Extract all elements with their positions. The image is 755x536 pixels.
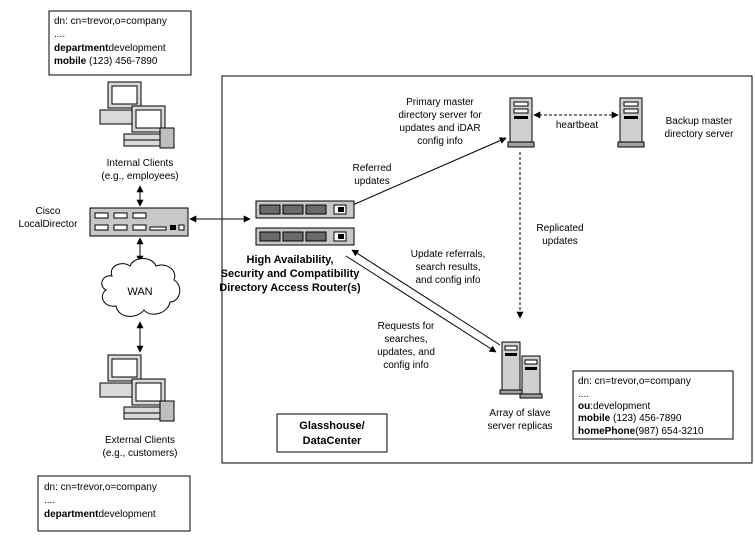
entry-mobile-key: mobile [578, 413, 611, 424]
entry-ellipsis: .... [578, 389, 589, 400]
entry-ou-key: ou [578, 401, 590, 412]
entry-homephone-key: homePhone [578, 426, 636, 437]
primary-master-server-icon [507, 97, 535, 148]
cisco-label: Cisco [35, 206, 60, 217]
slave-servers-icon [499, 341, 543, 399]
entry-department-key: department [44, 509, 99, 520]
entry-department-key: department [54, 43, 109, 54]
ldap-entry-right: dn: cn=trevor,o=company .... ou:developm… [572, 370, 734, 440]
diagram-label: updates, and [377, 347, 435, 358]
entry-department-value: development [98, 509, 155, 520]
localdirector-label: LocalDirector [19, 219, 79, 230]
diagram-label: ou:development [578, 401, 650, 412]
diagram-label: updates and iDAR [399, 123, 480, 134]
internal-clients-label: Internal Clients [107, 158, 174, 169]
entry-mobile-value: (123) 456-7890 [86, 56, 158, 67]
diagram-label: Requests for [378, 321, 435, 332]
router-device-icon [255, 227, 355, 246]
router-label: High Availability, [247, 254, 334, 266]
diagram-label: directory server for [398, 110, 482, 121]
entry-department-value: development [108, 43, 165, 54]
diagram-label: config info [417, 136, 463, 147]
wan-cloud-icon [101, 258, 181, 317]
diagram-label: departmentdevelopment [54, 43, 166, 54]
external-clients-label: External Clients [105, 435, 175, 446]
diagram-label: DataCenter [303, 435, 362, 447]
replicated-updates-label: updates [542, 236, 578, 247]
heartbeat-label: heartbeat [556, 120, 598, 131]
internal-clients-computer-icon [99, 81, 175, 149]
backup-master-server-icon [617, 97, 645, 148]
entry-dn: dn: cn=trevor,o=company [578, 376, 691, 387]
internal-clients-sublabel: (e.g., employees) [101, 171, 178, 182]
ldap-entry-bottom: dn: cn=trevor,o=company .... departmentd… [37, 475, 191, 532]
diagram-label: config info [383, 360, 429, 371]
ldap-entry-top: dn: cn=trevor,o=company .... departmentd… [48, 10, 192, 76]
entry-ou-value: :development [590, 401, 650, 412]
entry-ellipsis: .... [44, 495, 55, 506]
referred-updates-label: Referred [353, 163, 392, 174]
diagram-label: search results, [415, 262, 480, 273]
replicated-updates-label: Replicated [536, 223, 583, 234]
router-device-icon [255, 200, 355, 219]
external-clients-sublabel: (e.g., customers) [102, 448, 177, 459]
localdirector-appliance-icon [89, 207, 189, 237]
arrow-update-referrals [351, 249, 501, 346]
diagram-label: mobile (123) 456-7890 [578, 413, 682, 424]
arrow-requests [345, 255, 497, 353]
referred-updates-label: updates [354, 176, 390, 187]
entry-dn: dn: cn=trevor,o=company [44, 482, 157, 493]
diagram-label: departmentdevelopment [44, 509, 156, 520]
arrow-referred-updates [347, 137, 507, 208]
entry-homephone-value: (987) 654-3210 [635, 426, 704, 437]
router-label: Security and Compatibility [221, 268, 361, 280]
diagram-label: directory server [665, 129, 735, 140]
datacenter-region [221, 75, 753, 464]
router-label: Directory Access Router(s) [219, 282, 361, 294]
diagram-label: mobile (123) 456-7890 [54, 56, 158, 67]
diagram-label: Backup master [666, 116, 733, 127]
glasshouse-label-box: Glasshouse/ DataCenter [276, 413, 388, 453]
diagram-label: Primary master [406, 97, 474, 108]
slave-array-label: server replicas [487, 421, 552, 432]
entry-mobile-value: (123) 456-7890 [610, 413, 682, 424]
diagram-label: Glasshouse/ [299, 420, 364, 432]
entry-dn: dn: cn=trevor,o=company [54, 16, 167, 27]
slave-array-label: Array of slave [489, 408, 551, 419]
external-clients-computer-icon [99, 354, 175, 422]
entry-ellipsis: .... [54, 29, 65, 40]
diagram-label: homePhone(987) 654-3210 [578, 426, 704, 437]
diagram-label: searches, [384, 334, 427, 345]
wan-label: WAN [127, 286, 152, 298]
diagram-label: Update referrals, [411, 249, 485, 260]
diagram-label: and config info [415, 275, 480, 286]
entry-mobile-key: mobile [54, 56, 87, 67]
